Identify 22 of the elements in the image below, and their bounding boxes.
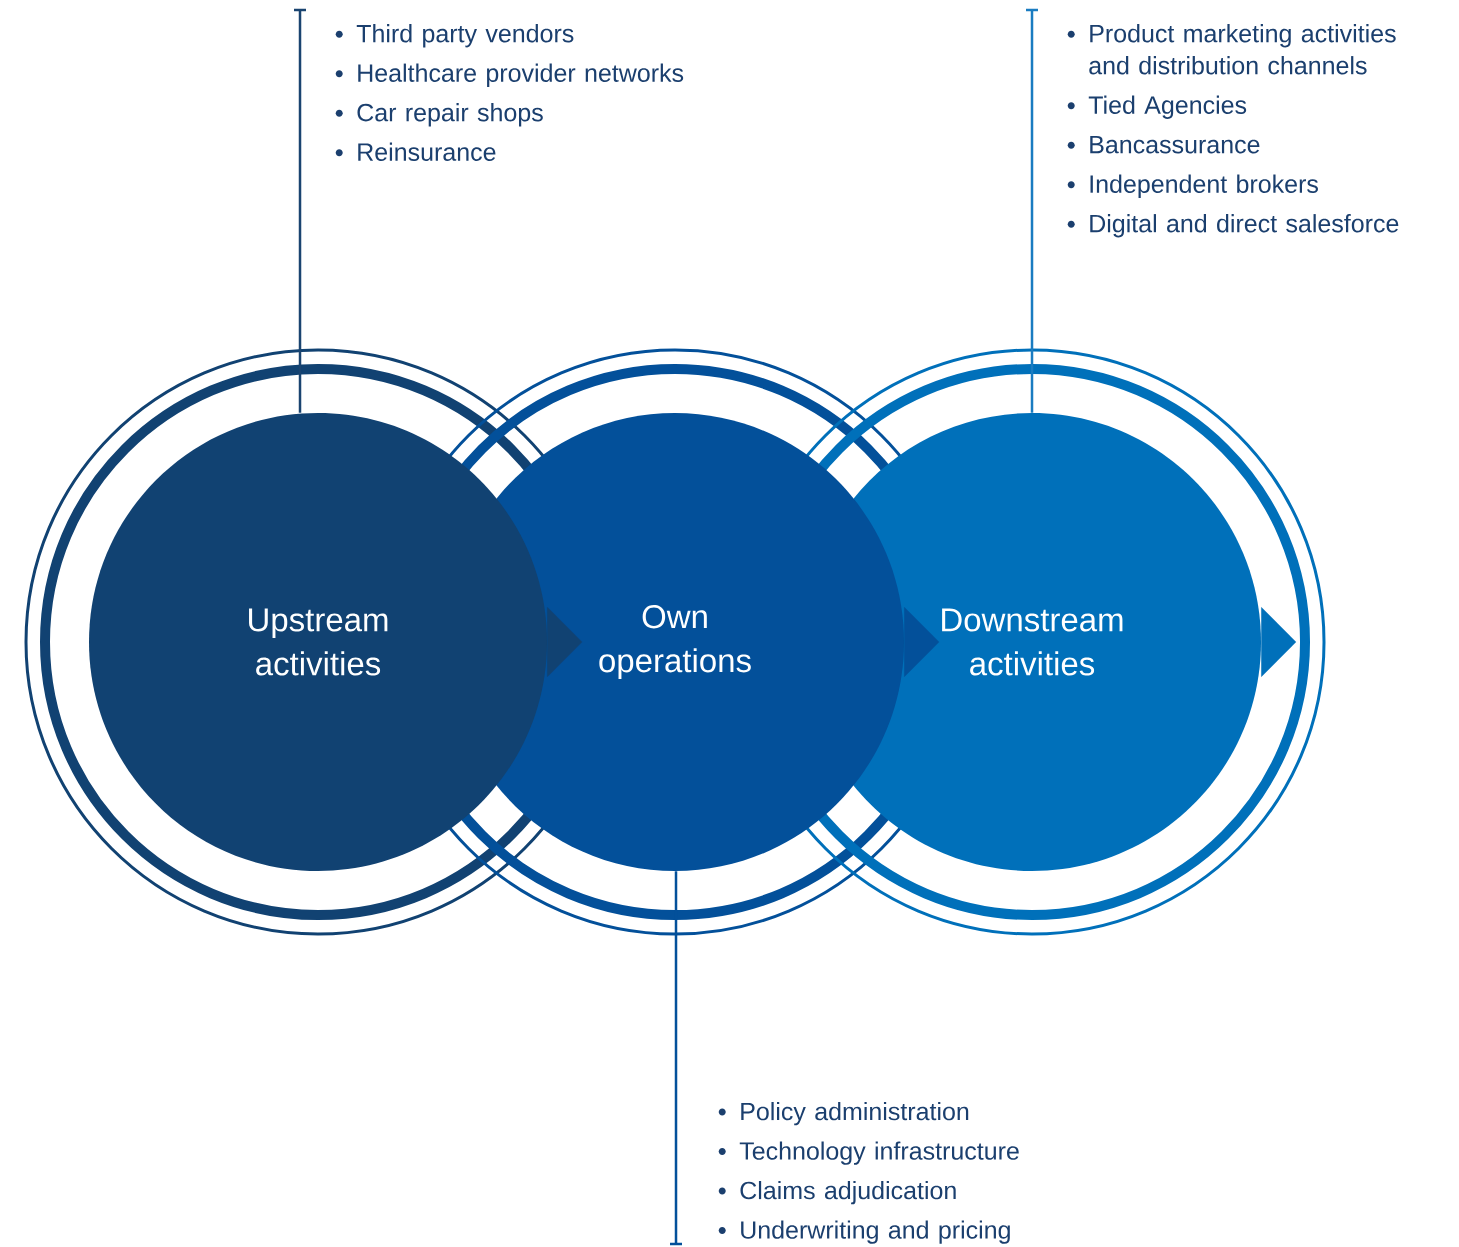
bullet-list: Product marketing activities and distribution channels Tied Agencies Bancassurance Independent brokers Digital and direct salesforce xyxy=(1067,24,1399,238)
node-label: Underwriting and pricing xyxy=(741,1220,1010,1244)
arrow xyxy=(547,607,583,677)
node-label: Third party vendors xyxy=(356,24,574,48)
leader-line xyxy=(674,871,678,1244)
arrow xyxy=(1261,607,1297,677)
node-label: Claims adjudication xyxy=(740,1181,956,1205)
node-label: Bancassurance xyxy=(1090,135,1260,154)
node-label: Tied Agencies xyxy=(1088,95,1247,119)
bullet-list: Third party vendors Healthcare provider networks Car repair shops Reinsurance xyxy=(335,24,684,161)
leader-line xyxy=(1030,10,1034,413)
bullet-list: Policy administration Technology infrastructure Claims adjudication Underwriting and pricing xyxy=(718,1102,1019,1244)
node-label: Reinsurance xyxy=(358,142,496,161)
node-label: Independent brokers xyxy=(1090,174,1318,198)
node-label: Car repair shops xyxy=(357,103,543,127)
arrow xyxy=(904,607,940,677)
node-label: Policy administration xyxy=(741,1102,969,1126)
node-label: Product marketing activities and distribution channels xyxy=(1089,24,1396,75)
node-label: Digital and direct salesforce xyxy=(1090,214,1399,238)
leader-line xyxy=(298,10,302,413)
node-label: Healthcare provider networks xyxy=(358,63,684,87)
node-label: Technology infrastructure xyxy=(739,1141,1019,1165)
